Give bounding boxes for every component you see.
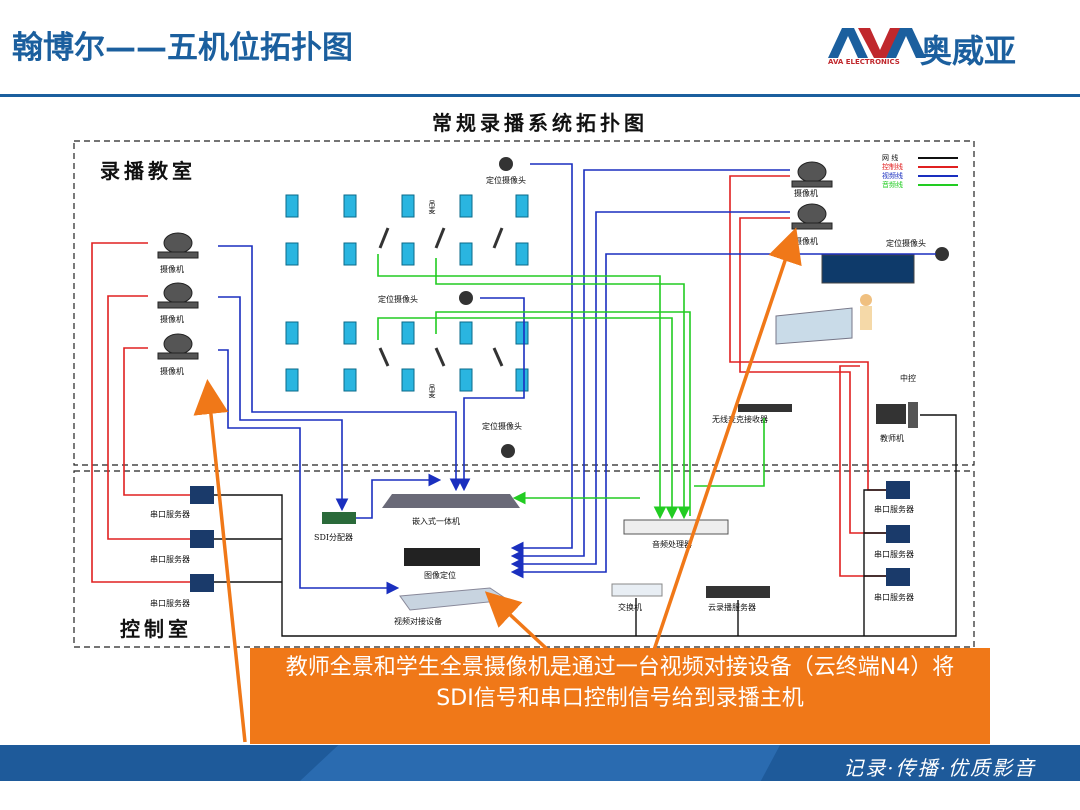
ava-logo-icon — [828, 28, 926, 58]
camera-label-1: 摄像机 — [160, 264, 184, 274]
embedded-unit-label: 嵌入式一体机 — [412, 516, 460, 526]
teacher-pc-label: 教师机 — [880, 433, 904, 443]
camera-label-5: 摄像机 — [794, 236, 818, 246]
serial-server-label-5: 串口服务器 — [874, 549, 914, 559]
ptz-camera-icon — [157, 161, 833, 360]
locating-camera-label-4: 定位摄像头 — [886, 238, 926, 248]
locating-camera-label-3: 定位摄像头 — [482, 421, 522, 431]
legend-control: 控制线 — [882, 162, 903, 171]
serial-server-label-3: 串口服务器 — [150, 598, 190, 608]
legend-video: 视频线 — [882, 171, 903, 180]
audio-processor-icon — [623, 519, 729, 535]
image-locator-label: 图像定位 — [424, 570, 456, 580]
serial-server-label-4: 串口服务器 — [874, 504, 914, 514]
classroom-zone — [73, 140, 975, 466]
cloud-server-icon — [706, 586, 770, 598]
sdi-splitter-icon — [322, 512, 356, 524]
control-room-zone — [73, 470, 975, 648]
serial-server-icon — [190, 481, 910, 592]
control-room-label: 控制室 — [120, 617, 192, 641]
network-lines — [214, 414, 957, 637]
podium — [775, 307, 853, 345]
logo-subtext: AVA ELECTRONICS — [828, 58, 900, 66]
image-locator-icon — [404, 548, 480, 566]
locating-camera-label-2: 定位摄像头 — [378, 294, 418, 304]
control-lines — [91, 175, 886, 583]
classroom-label: 录播教室 — [100, 159, 196, 183]
legend-audio: 音频线 — [882, 180, 903, 189]
legend: 网 线 控制线 视频线 音频线 — [882, 153, 958, 189]
logo-text: 奥威亚 — [920, 32, 1017, 70]
serial-server-label-2: 串口服务器 — [150, 554, 190, 564]
callout-arrows — [193, 227, 802, 743]
locating-camera-label-1: 定位摄像头 — [486, 175, 526, 185]
serial-server-label-6: 串口服务器 — [874, 592, 914, 602]
blackboard — [821, 254, 915, 284]
camera-label-2: 摄像机 — [160, 314, 184, 324]
switch-label: 交换机 — [618, 602, 642, 612]
camera-label-4: 摄像机 — [794, 188, 818, 198]
callout-box — [250, 648, 990, 744]
serial-server-label-1: 串口服务器 — [150, 509, 190, 519]
central-control-label: 中控 — [900, 373, 916, 383]
teacher-figure — [860, 294, 872, 306]
switch-icon — [611, 583, 663, 597]
hanging-mics — [378, 227, 504, 367]
footer-accent — [300, 745, 780, 781]
audio-processor-label: 音频处理器 — [652, 539, 692, 549]
camera-label-3: 摄像机 — [160, 366, 184, 376]
hanging-mic-label-bottom: 吊麦 — [428, 384, 436, 399]
student-desks — [285, 194, 529, 392]
wireless-mic-receiver-icon — [738, 404, 792, 412]
teacher-pc-icon — [876, 404, 906, 424]
cloud-server-label: 云录播服务器 — [708, 602, 756, 612]
page-title: 翰博尔——五机位拓扑图 — [12, 30, 353, 66]
audio-lines — [377, 254, 765, 520]
sdi-splitter-label: SDI分配器 — [314, 533, 353, 542]
callout-text: 教师全景和学生全景摄像机是通过一台视频对接设备（云终端N4）将SDI信号和串口控… — [285, 655, 955, 711]
legend-net: 网 线 — [882, 153, 898, 162]
wireless-mic-label: 无线麦克接收器 — [712, 414, 768, 424]
title-divider — [0, 94, 1080, 97]
embedded-unit-icon — [382, 494, 520, 508]
footer-slogan: 记录·传播·优质影音 — [843, 756, 1036, 780]
video-docking-label: 视频对接设备 — [394, 616, 442, 626]
dome-camera-icon — [459, 157, 949, 458]
hanging-mic-label-top: 吊麦 — [428, 200, 436, 215]
diagram-title: 常规录播系统拓扑图 — [432, 111, 648, 135]
